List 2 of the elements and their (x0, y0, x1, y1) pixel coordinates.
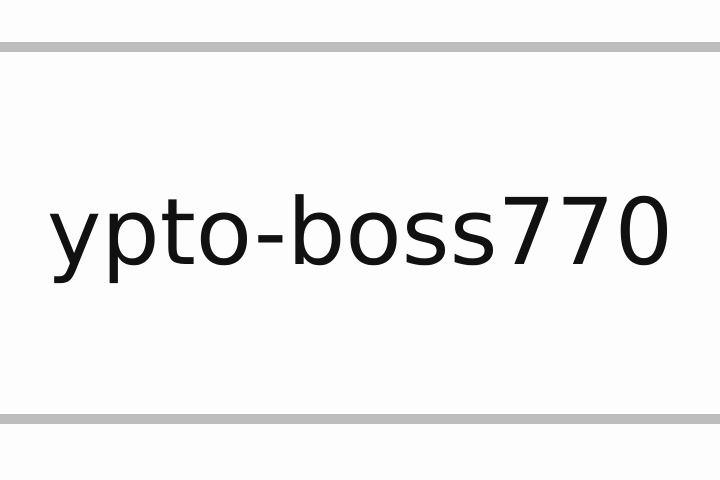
text-box (0, 42, 720, 424)
username-text: ypto-boss770 (46, 182, 674, 284)
